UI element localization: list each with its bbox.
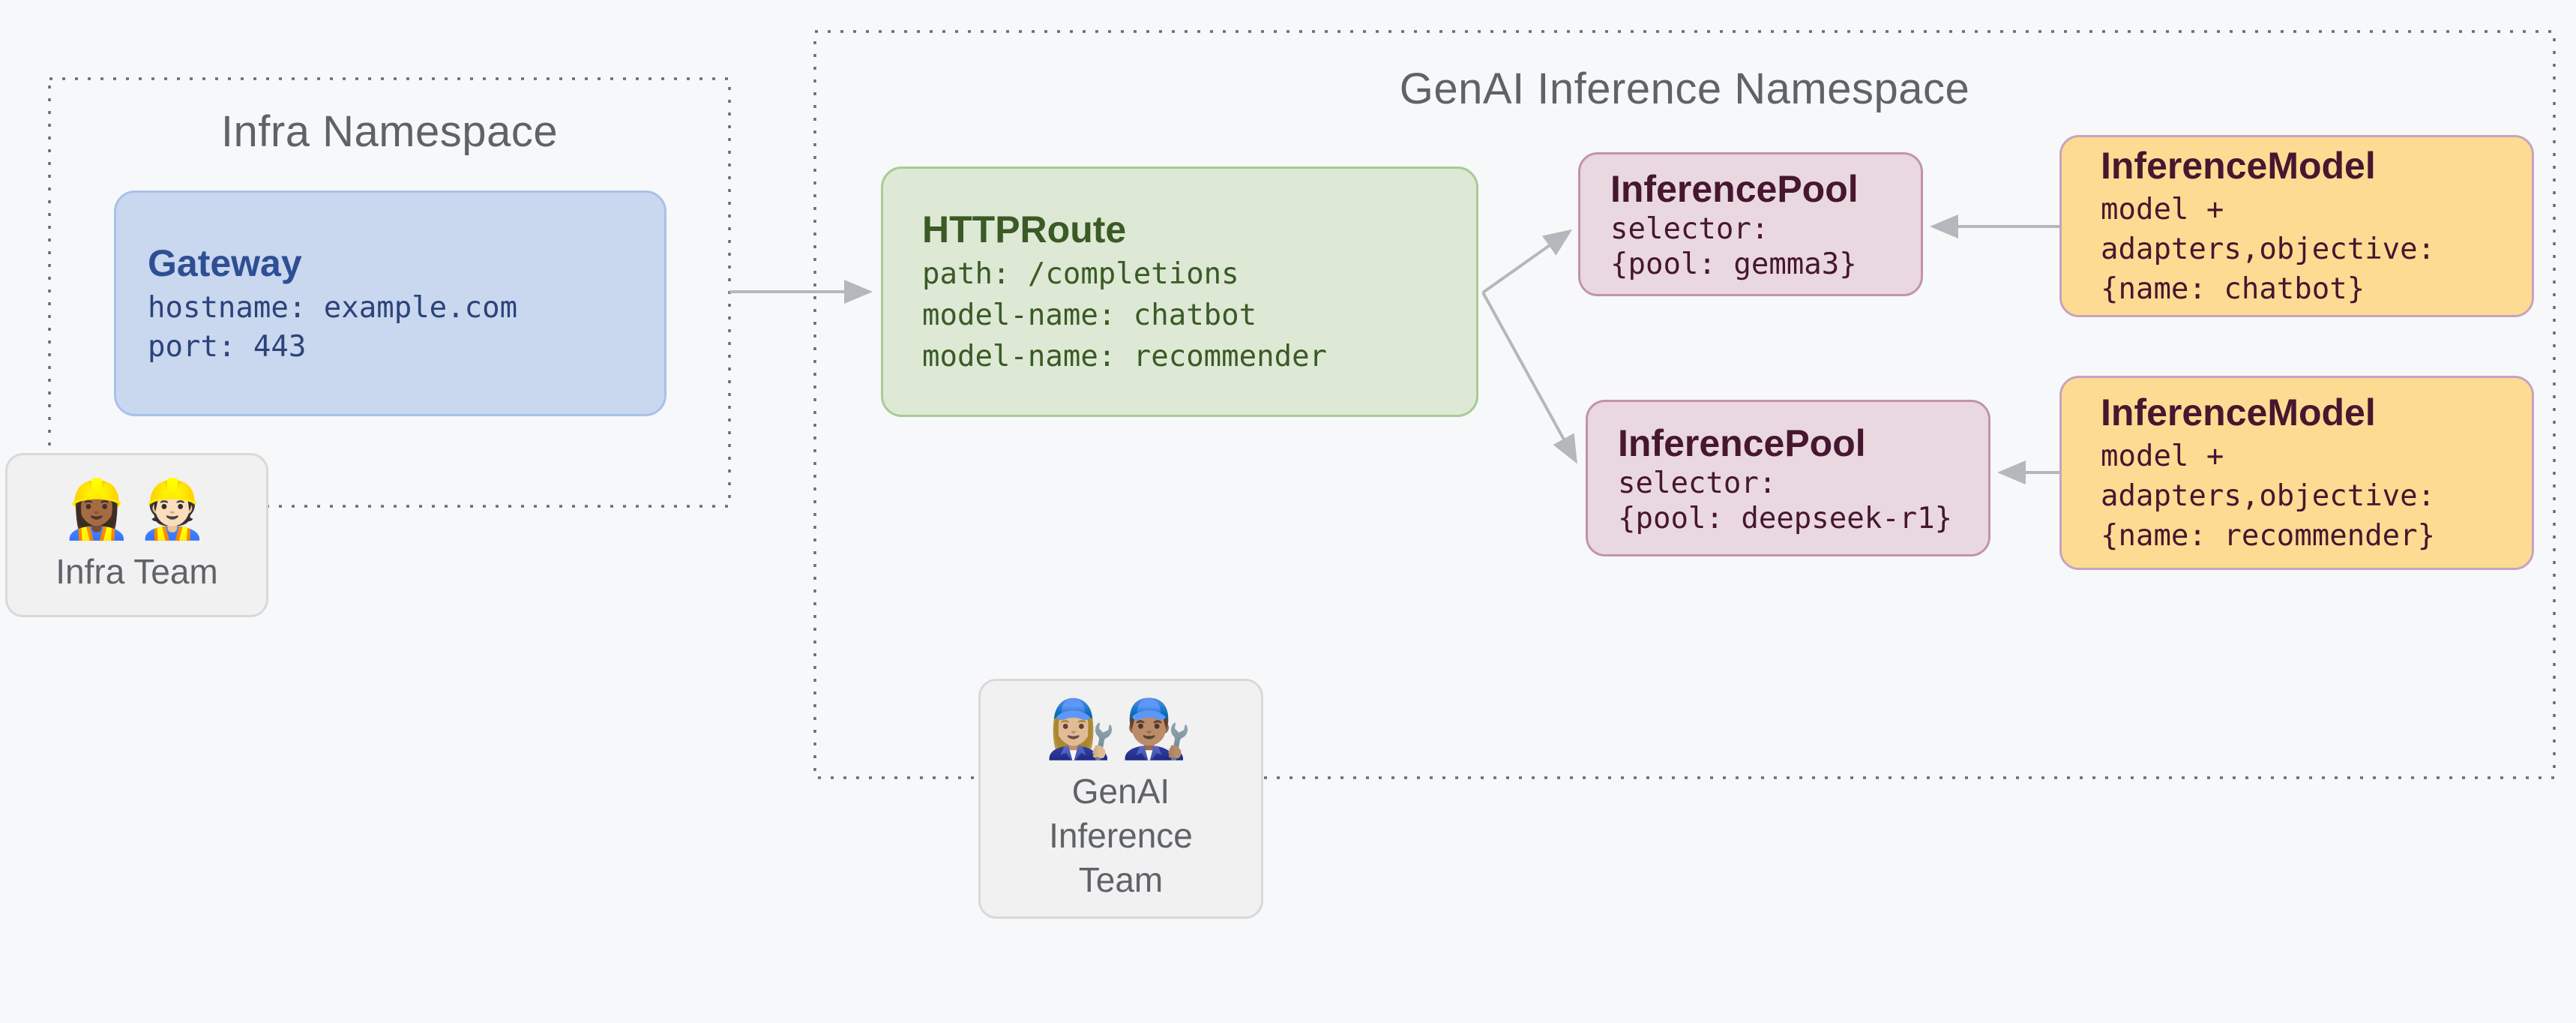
inferencepool-deepseek-selector-value: {pool: deepseek-r1}: [1618, 501, 1953, 536]
inferencemodel-recommender-node: InferenceModel model + adapters,objectiv…: [2059, 376, 2534, 570]
inferencepool-gemma3-selector-value: {pool: gemma3}: [1610, 248, 1857, 281]
inferencepool-deepseek-title: InferencePool: [1618, 422, 1866, 464]
gateway-node: Gateway hostname: example.com port: 443: [114, 190, 666, 416]
httproute-path: path: /completions: [922, 256, 1239, 291]
httproute-model-name-recommender: model-name: recommender: [922, 339, 1328, 374]
inferencemodel-chatbot-name: {name: chatbot}: [2101, 272, 2365, 306]
inferencepool-deepseek-node: InferencePool selector: {pool: deepseek-…: [1586, 400, 1990, 556]
infra-namespace-title: Infra Namespace: [220, 107, 559, 156]
inferencepool-gemma3-node: InferencePool selector: {pool: gemma3}: [1578, 152, 1923, 296]
construction-workers-icon: 👷🏾‍♀️👷🏻: [61, 478, 213, 542]
arrow-httproute-to-inferencepool-top: [1481, 229, 1573, 294]
genai-inference-team-label: GenAI Inference Team: [1049, 771, 1193, 899]
httproute-model-name-chatbot: model-name: chatbot: [922, 298, 1257, 332]
inferencepool-deepseek-selector: selector:: [1618, 466, 1777, 500]
genai-namespace-title: GenAI Inference Namespace: [1399, 64, 1970, 113]
httproute-node: HTTPRoute path: /completions model-name:…: [881, 166, 1478, 417]
inferencemodel-recommender-title: InferenceModel: [2101, 392, 2376, 434]
inferencemodel-recommender-line2: adapters,objective:: [2101, 479, 2436, 513]
inferencemodel-recommender-line1: model +: [2101, 440, 2224, 473]
inferencemodel-chatbot-line1: model +: [2101, 193, 2224, 226]
inferencemodel-chatbot-line2: adapters,objective:: [2101, 232, 2436, 266]
gateway-port: port: 443: [148, 329, 307, 364]
mechanics-icon: 👩🏼‍🔧👨🏽‍🔧: [1045, 697, 1197, 761]
infra-team-label: Infra Team: [55, 552, 218, 591]
inferencemodel-chatbot-title: InferenceModel: [2101, 145, 2376, 187]
genai-namespace-dotted-border: [813, 30, 2556, 779]
inferencemodel-recommender-name: {name: recommender}: [2101, 519, 2436, 553]
arrow-httproute-to-inferencepool-bottom: [1481, 292, 1577, 464]
httproute-title: HTTPRoute: [922, 208, 1127, 250]
gateway-hostname: hostname: example.com: [148, 290, 518, 325]
inferencepool-gemma3-selector: selector:: [1610, 212, 1769, 246]
gateway-title: Gateway: [148, 242, 302, 284]
genai-inference-team-card: 👩🏼‍🔧👨🏽‍🔧 GenAI Inference Team: [978, 679, 1263, 919]
inferencemodel-chatbot-node: InferenceModel model + adapters,objectiv…: [2059, 135, 2534, 317]
inferencepool-gemma3-title: InferencePool: [1610, 168, 1859, 210]
infra-team-card: 👷🏾‍♀️👷🏻 Infra Team: [5, 453, 268, 617]
